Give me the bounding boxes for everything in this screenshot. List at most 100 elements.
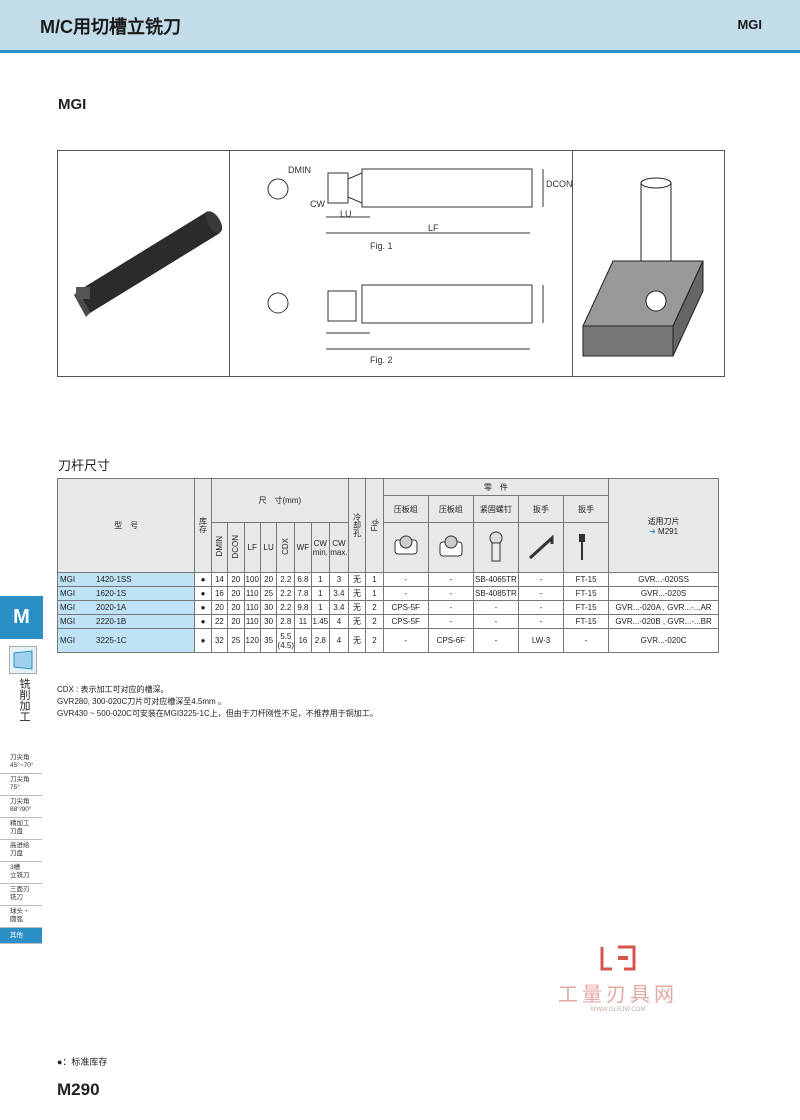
cell-lf: 110: [243, 614, 261, 629]
cell-clamp2: -: [427, 614, 474, 629]
cell-insert: GVR...-020S: [608, 586, 719, 601]
cell-wrench2: -: [563, 628, 610, 653]
cell-wf: 7.8: [294, 586, 312, 601]
cell-clamp1: -: [382, 586, 429, 601]
tool-photo-panel: [58, 151, 230, 376]
application-panel: [573, 151, 724, 376]
cell-cwmin: 1: [310, 586, 331, 601]
cell-dmin: 14: [210, 572, 229, 587]
col-dmin: DMIN: [210, 522, 229, 573]
col-dcon: DCON: [227, 522, 245, 573]
cell-clamp1: CPS-5F: [382, 614, 429, 629]
cell-wf: 16: [294, 628, 312, 653]
cell-stock: ●: [194, 614, 212, 629]
cell-coolant: 无: [347, 600, 367, 615]
cell-clamp2: -: [427, 572, 474, 587]
col-coolant: 冷却孔: [347, 478, 367, 573]
dim-lu-label: LU: [340, 209, 352, 219]
cell-lu: 35: [259, 628, 278, 653]
cell-clamp2: -: [427, 600, 474, 615]
col-wrench1: 扳手: [517, 495, 565, 523]
cell-lf: 120: [243, 628, 261, 653]
cell-dcon: 20: [227, 600, 245, 615]
cell-clamp2: CPS-6F: [427, 628, 474, 653]
cell-cwmax: 3.4: [329, 586, 349, 601]
page-header: M/C用切槽立铣刀 MGI: [0, 0, 800, 53]
side-tab-letter: M: [0, 596, 43, 639]
cell-insert: GVR...-020SS: [608, 572, 719, 587]
cell-coolant: 无: [347, 614, 367, 629]
side-nav-item[interactable]: 其他: [0, 928, 42, 944]
side-nav-item[interactable]: 3槽立铣刀: [0, 862, 42, 884]
cell-fig: 2: [365, 600, 384, 615]
table-notes: CDX : 表示加工可对应的槽深。 GVR280, 300-020C刀片可对应槽…: [57, 684, 378, 720]
cell-clamp1: CPS-5F: [382, 600, 429, 615]
cell-coolant: 无: [347, 586, 367, 601]
header-code: MGI: [737, 17, 762, 32]
cell-stock: ●: [194, 572, 212, 587]
cell-insert: GVR...-020A , GVR...-...AR: [608, 600, 719, 615]
col-cdx: CDX: [276, 522, 296, 573]
cell-dcon: 20: [227, 586, 245, 601]
col-clamp2: 压板组: [427, 495, 474, 523]
cell-clamp1: -: [382, 572, 429, 587]
cell-stock: ●: [194, 600, 212, 615]
side-nav-item[interactable]: 球头・圆弧: [0, 906, 42, 928]
cell-fig: 1: [365, 572, 384, 587]
cell-cdx: 2.8: [276, 614, 296, 629]
cell-fig: 1: [365, 586, 384, 601]
cell-lf: 110: [243, 586, 261, 601]
cell-lu: 20: [259, 572, 278, 587]
col-model: 型 号: [56, 478, 196, 573]
cell-dmin: 20: [210, 600, 229, 615]
cell-coolant: 无: [347, 628, 367, 653]
cell-wf: 11: [294, 614, 312, 629]
watermark-logo: [600, 945, 636, 971]
spec-table: 型 号 库存 尺 寸(mm) 冷却孔 Fig. 零 件 适用刀片➔ M291 压…: [56, 478, 719, 653]
dimension-drawing: [267, 168, 544, 350]
cell-screw: -: [472, 614, 519, 629]
side-nav-item[interactable]: 精加工刀盘: [0, 818, 42, 840]
cell-cdx: 5.5(4.5): [276, 628, 296, 653]
cell-stock: ●: [194, 586, 212, 601]
cell-cdx: 2.2: [276, 600, 296, 615]
cell-cdx: 2.2: [276, 572, 296, 587]
cell-dcon: 20: [227, 572, 245, 587]
table-title: 刀杆尺寸: [58, 458, 111, 473]
cell-cwmax: 3: [329, 572, 349, 587]
fig1-label: Fig. 1: [370, 241, 393, 251]
clamp2-icon: [427, 522, 474, 573]
dim-dcon-label: DCON: [546, 179, 573, 189]
page-number: M290: [57, 1080, 100, 1099]
cell-cdx: 2.2: [276, 586, 296, 601]
cell-lf: 110: [243, 600, 261, 615]
side-nav-item[interactable]: 高进给刀盘: [0, 840, 42, 862]
col-clamp1: 压板组: [382, 495, 429, 523]
cell-clamp2: -: [427, 586, 474, 601]
cell-clamp1: -: [382, 628, 429, 653]
cell-lu: 30: [259, 600, 278, 615]
cell-wrench2: FT-15: [563, 614, 610, 629]
col-insert: 适用刀片➔ M291: [608, 478, 719, 573]
dim-lf-label: LF: [428, 223, 439, 233]
side-nav-item[interactable]: 三面刃铣刀: [0, 884, 42, 906]
drawing-panel: DMIN CW LU LF DCON Fig. 1 Fig. 2: [230, 151, 573, 376]
cell-dmin: 22: [210, 614, 229, 629]
screw-icon: [472, 522, 519, 573]
cell-screw: -: [472, 600, 519, 615]
watermark-text: 工量刃具网: [558, 984, 678, 1006]
cell-coolant: 无: [347, 572, 367, 587]
cell-dcon: 25: [227, 628, 245, 653]
page-title: M/C用切槽立铣刀: [40, 17, 181, 37]
dim-dmin-label: DMIN: [288, 165, 311, 175]
